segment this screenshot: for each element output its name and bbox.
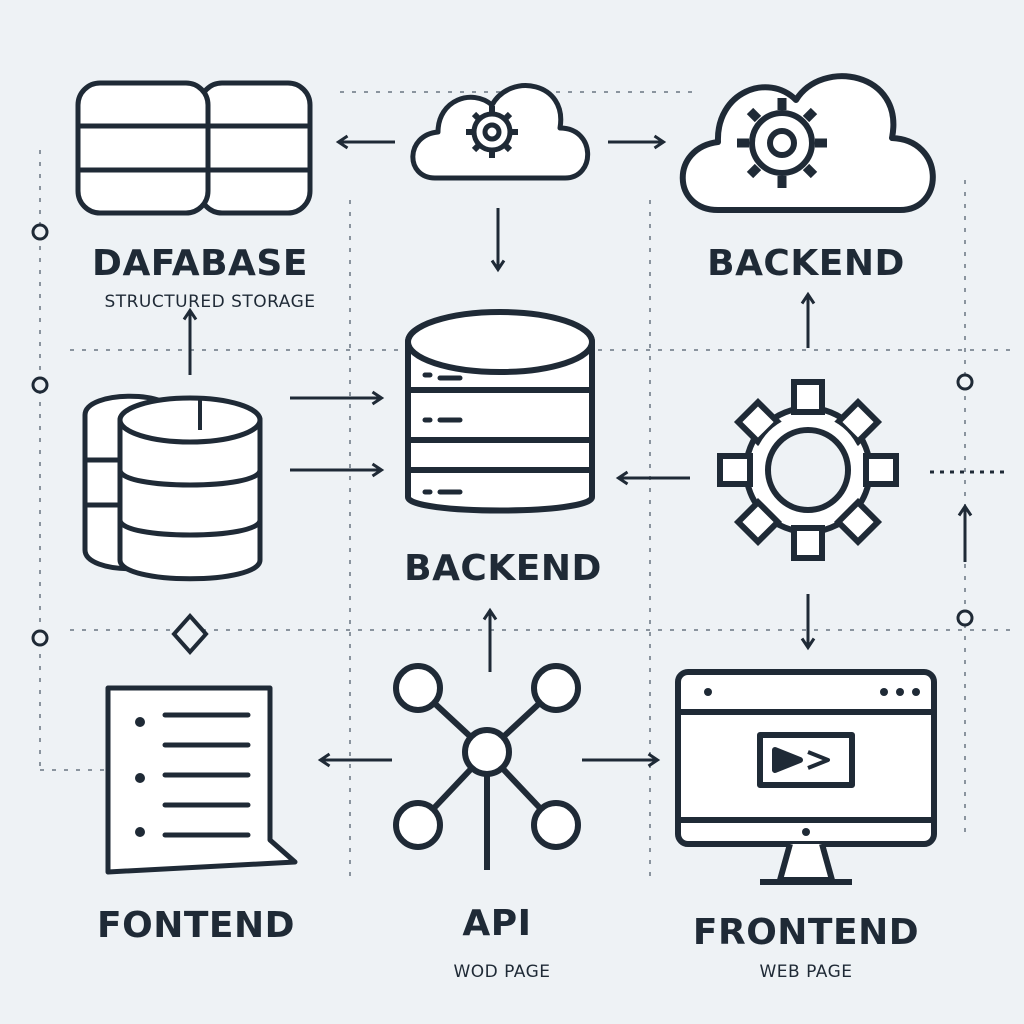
diamond-connector-icon xyxy=(171,612,209,656)
server-stack-icon xyxy=(405,309,595,514)
cloud-gear-icon xyxy=(410,83,591,181)
backend-center-title: BACKEND xyxy=(404,548,602,589)
network-node-icon xyxy=(393,663,581,870)
api-title: API xyxy=(462,903,532,944)
gear-icon xyxy=(717,379,899,561)
database-stack-icon xyxy=(82,393,263,582)
database-title: DAFABASE xyxy=(92,243,308,284)
cloud-gear-icon xyxy=(679,73,936,213)
frontend-left-title: FONTEND xyxy=(97,905,295,946)
monitor-icon xyxy=(675,669,937,885)
database-stack-icon xyxy=(75,80,313,216)
frontend-right-title: FRONTEND xyxy=(692,912,920,953)
database-subtitle: STRUCTURED STORAGE xyxy=(104,292,316,312)
guide-nodes xyxy=(31,223,974,647)
frontend-right-subtitle: WEB PAGE xyxy=(759,962,853,982)
flow-arrows xyxy=(182,134,1010,768)
backend-top-title: BACKEND xyxy=(707,243,905,284)
document-list-icon xyxy=(105,685,298,875)
api-subtitle: WOD PAGE xyxy=(453,962,551,982)
